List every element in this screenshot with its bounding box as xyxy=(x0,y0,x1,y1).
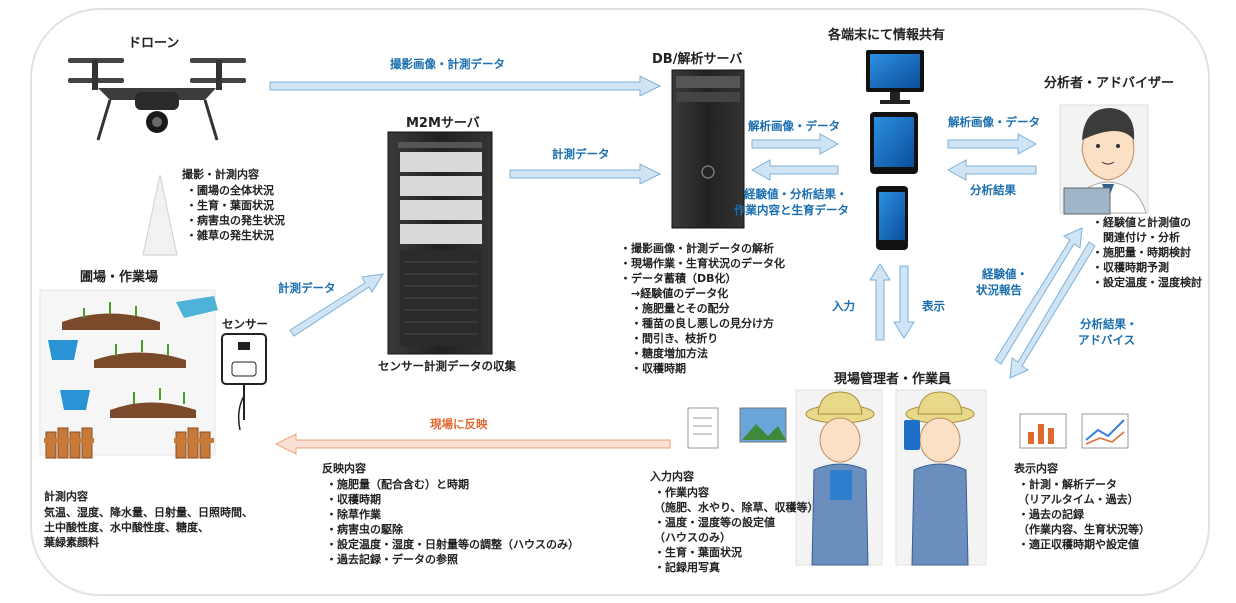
arrow-label-drone-to-db: 撮影画像・計測データ xyxy=(390,57,505,71)
diagram-frame xyxy=(30,8,1210,596)
reflect-title: 反映内容 xyxy=(322,462,366,475)
drone-content-title: 撮影・計測内容 xyxy=(182,168,259,181)
drone-content-item: ・生育・葉面状況 xyxy=(186,199,274,212)
reflect-item: ・収穫時期 xyxy=(326,493,381,506)
arrow-label-m2m-to-db: 計測データ xyxy=(552,147,610,161)
db-title: DB/解析サーバ xyxy=(652,52,743,67)
input-item: ・温度・湿度等の設定値 xyxy=(654,516,775,529)
manager-title: 現場管理者・作業員 xyxy=(834,372,952,387)
field-measure-item: 葉緑素顔料 xyxy=(44,536,99,549)
arrow-devices-to-analyst xyxy=(947,133,1038,155)
arrow-label-devices-to-db-2: 作業内容と生育データ xyxy=(734,203,849,217)
db-function-item: ・糖度増加方法 xyxy=(620,347,708,360)
field-illustration xyxy=(39,289,218,459)
drone-content-item: ・圃場の全体状況 xyxy=(186,184,274,197)
arrow-label-manager-to-analyst-2: 状況報告 xyxy=(976,283,1022,297)
analyst-task-item: ・設定温度・湿度検討 xyxy=(1092,276,1202,289)
workers-illustration xyxy=(795,389,987,566)
drone-content-item: ・病害虫の発生状況 xyxy=(186,214,285,227)
analyst-illustration xyxy=(1059,104,1149,215)
arrow-label-devices-to-db-1: 経験値・分析結果・ xyxy=(744,187,848,201)
analyst-task-item: 関連付け・分析 xyxy=(1092,231,1180,244)
input-item: （ハウスのみ） xyxy=(654,531,731,544)
arrow-db-to-devices xyxy=(751,133,840,155)
arrow-drone-to-db xyxy=(269,75,662,97)
arrow-label-sensor-to-m2m: 計測データ xyxy=(278,281,336,295)
arrow-analyst-to-devices xyxy=(946,159,1037,181)
db-function-item: ・現場作業・生育状況のデータ化 xyxy=(620,257,785,270)
arrow-label-input: 入力 xyxy=(832,299,855,313)
input-item: ・生育・葉面状況 xyxy=(654,546,742,559)
db-server-illustration xyxy=(671,69,745,229)
arrow-analyst-to-manager xyxy=(1009,241,1096,379)
reflect-item: ・過去記録・データの参照 xyxy=(326,553,458,566)
m2m-caption: センサー計測データの収集 xyxy=(378,359,516,373)
arrow-label-analyst-to-devices: 分析結果 xyxy=(970,183,1016,197)
arrow-label-devices-to-analyst: 解析画像・データ xyxy=(948,115,1040,129)
arrow-label-manager-to-analyst-1: 経験値・ xyxy=(982,267,1028,281)
reflect-item: ・施肥量（配合含む）と時期 xyxy=(326,478,469,491)
sensor-label: センサー xyxy=(222,317,268,331)
input-item: （施肥、水やり、除草、収穫等） xyxy=(654,501,819,514)
drone-title: ドローン xyxy=(128,36,180,51)
db-function-item: ・間引き、枝折り xyxy=(620,332,719,345)
arrow-devices-to-db xyxy=(750,159,839,181)
display-item: （リアルタイム・過去） xyxy=(1018,493,1139,506)
arrow-manager-to-analyst xyxy=(994,227,1083,365)
db-function-item: →経験値のデータ化 xyxy=(620,287,729,300)
display-title: 表示内容 xyxy=(1014,462,1058,475)
arrow-sensor-to-m2m xyxy=(289,273,384,337)
sensor-illustration xyxy=(221,333,267,431)
display-item: ・過去の記録 xyxy=(1018,508,1084,521)
input-item: ・作業内容 xyxy=(654,486,709,499)
arrow-label-db-to-devices: 解析画像・データ xyxy=(748,119,840,133)
devices-title: 各端末にて情報共有 xyxy=(828,28,946,43)
db-function-item: ・種苗の良し悪しの見分け方 xyxy=(620,317,774,330)
arrow-label-reflect-to-field: 現場に反映 xyxy=(430,417,488,431)
analyst-task-item: ・施肥量・時期検討 xyxy=(1092,246,1191,259)
analyst-task-item: ・経験値と計測値の xyxy=(1092,216,1191,229)
db-function-item: ・収穫時期 xyxy=(620,362,686,375)
field-measure-title: 計測内容 xyxy=(44,490,88,503)
analyst-title: 分析者・アドバイザー xyxy=(1044,76,1175,91)
field-measure-item: 土中酸性度、水中酸性度、糖度、 xyxy=(44,521,209,534)
input-icons xyxy=(687,407,787,449)
arrow-display-down xyxy=(893,265,915,339)
field-measure-item: 気温、湿度、降水量、日射量、日照時間、 xyxy=(44,506,253,519)
display-item: ・計測・解析データ xyxy=(1018,478,1117,491)
arrow-input-up xyxy=(869,263,891,341)
m2m-title: M2Mサーバ xyxy=(406,116,480,131)
arrow-label-analyst-to-manager-2: アドバイス xyxy=(1078,333,1136,347)
drone-illustration xyxy=(68,58,246,256)
arrow-m2m-to-db xyxy=(509,163,662,185)
db-function-item: ・施肥量とその配分 xyxy=(620,302,730,315)
drone-content-item: ・雑草の発生状況 xyxy=(186,229,274,242)
arrow-reflect-to-field xyxy=(274,433,671,455)
devices-illustration xyxy=(866,50,924,250)
arrow-label-display: 表示 xyxy=(922,299,945,313)
reflect-item: ・除草作業 xyxy=(326,508,381,521)
db-function-item: ・データ蓄積（DB化） xyxy=(620,272,737,285)
arrow-label-analyst-to-manager-1: 分析結果・ xyxy=(1080,317,1138,331)
analyst-task-item: ・収穫時期予測 xyxy=(1092,261,1169,274)
reflect-item: ・病害虫の駆除 xyxy=(326,523,403,536)
field-title: 圃場・作業場 xyxy=(80,270,159,285)
input-item: ・記録用写真 xyxy=(654,561,720,574)
m2m-server-illustration xyxy=(387,131,493,355)
display-item: ・適正収穫時期や設定値 xyxy=(1018,538,1139,551)
display-item: （作業内容、生育状況等） xyxy=(1018,523,1150,536)
db-function-item: ・撮影画像・計測データの解析 xyxy=(620,242,774,255)
input-title: 入力内容 xyxy=(650,470,694,483)
reflect-item: ・設定温度・湿度・日射量等の調整（ハウスのみ） xyxy=(326,538,579,551)
display-icons xyxy=(1019,413,1129,449)
